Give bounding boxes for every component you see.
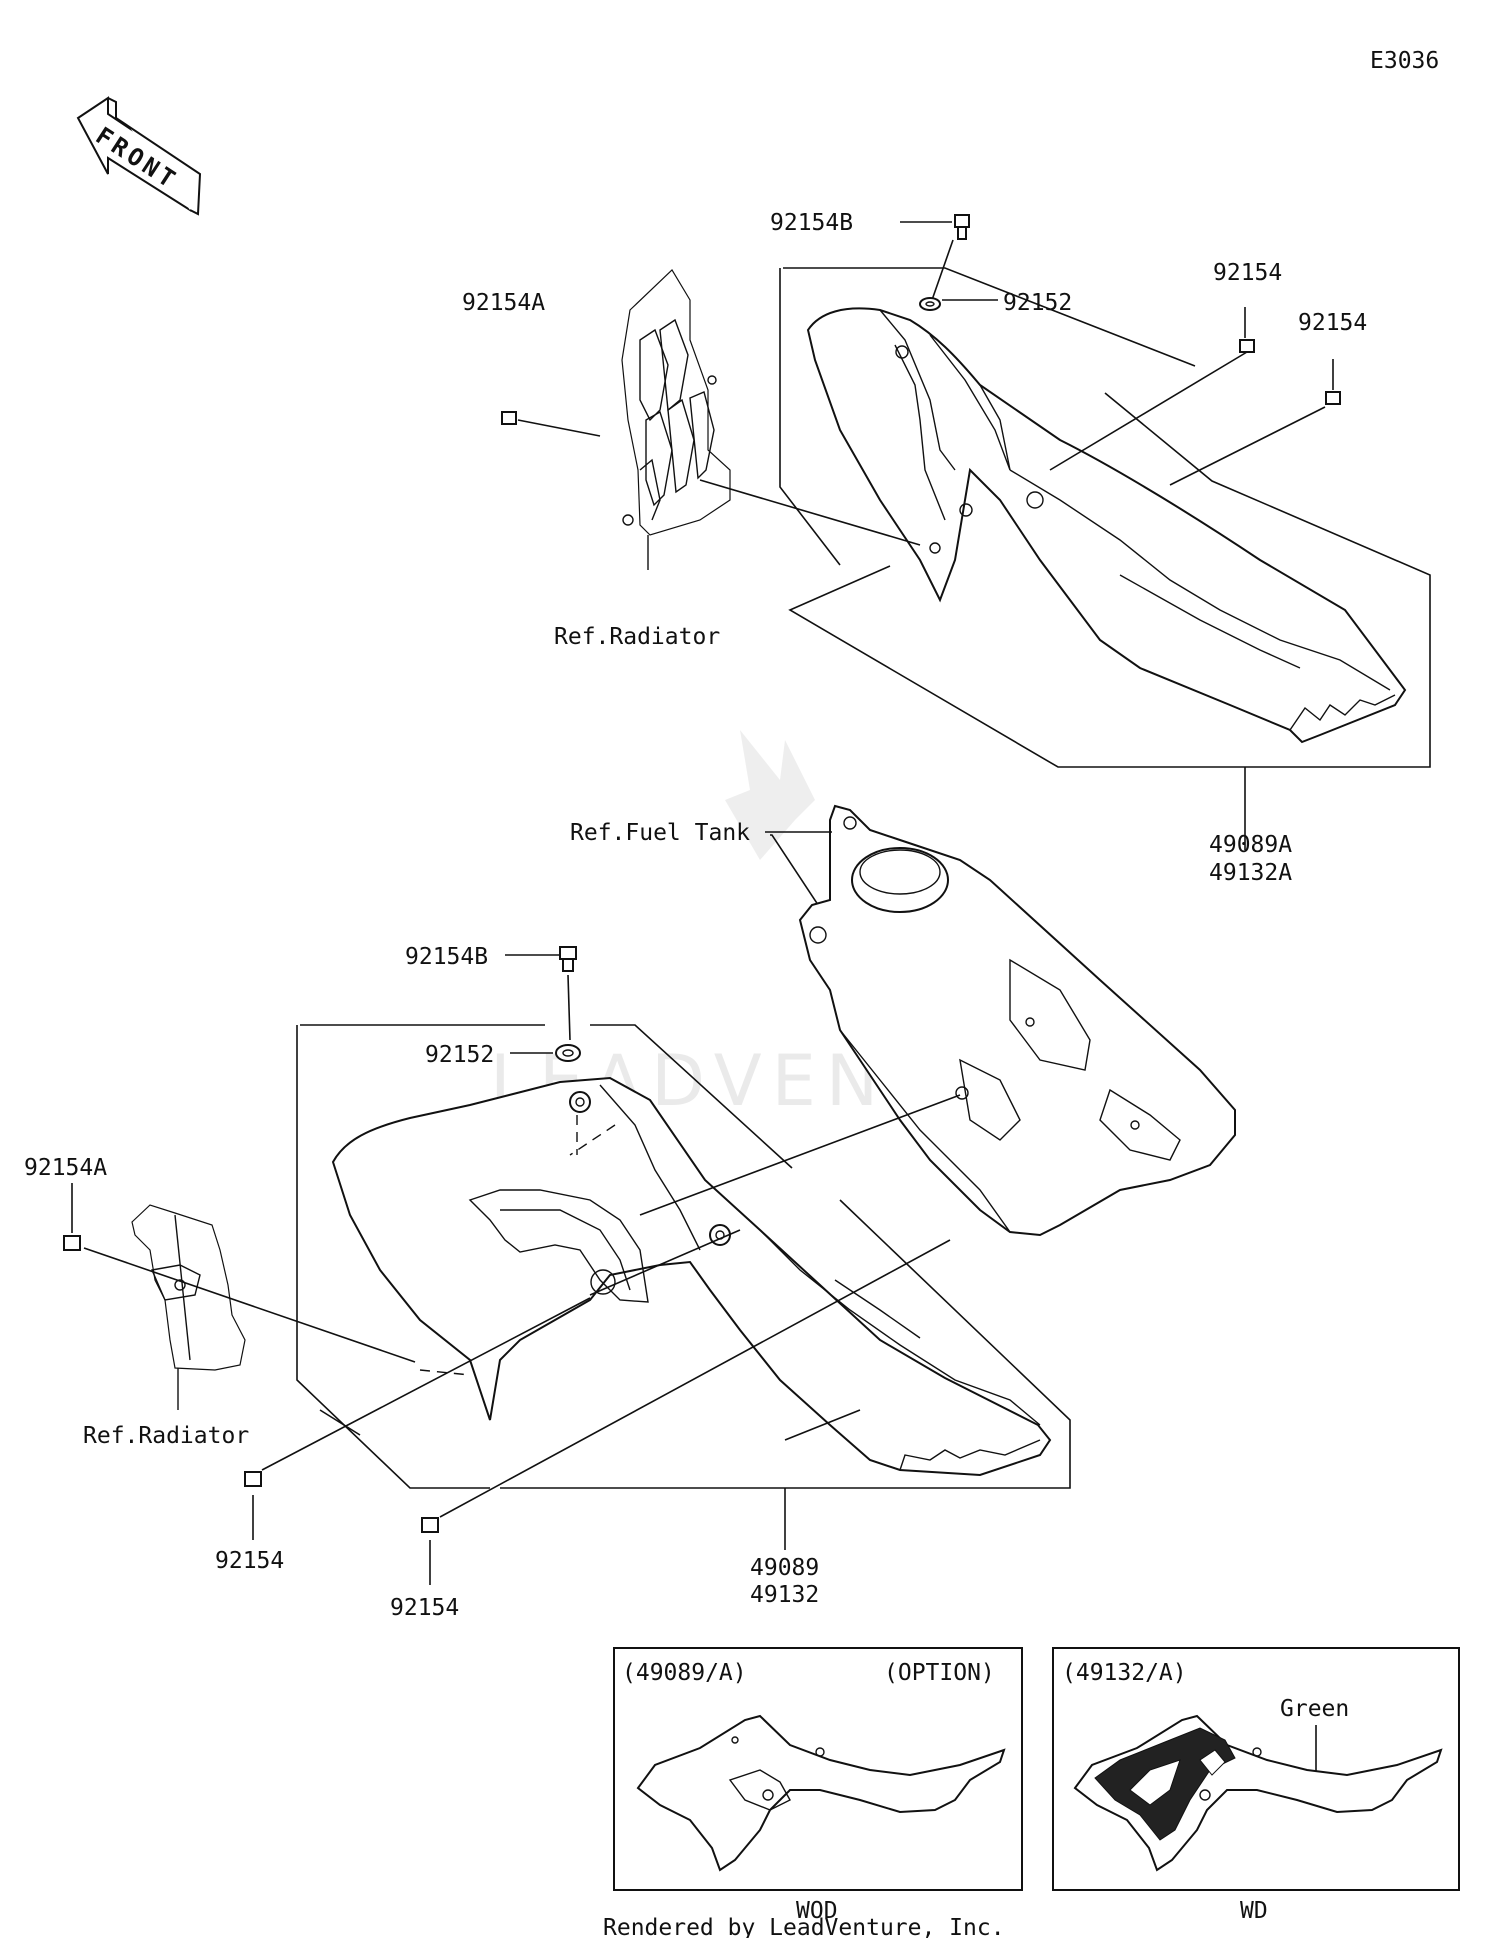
variant-wod-code: (49089/A) bbox=[622, 1660, 747, 1686]
bottom-washer-icon bbox=[555, 1044, 581, 1062]
variant-wd-note: Green bbox=[1280, 1696, 1349, 1722]
bottom-bolt-low-icon bbox=[421, 1517, 439, 1533]
variant-box-wod: (49089/A) (OPTION) WOD bbox=[613, 1647, 1023, 1924]
bottom-leaders bbox=[71, 954, 961, 1585]
top-bolt-right-1-icon bbox=[1239, 339, 1255, 353]
bottom-bolt-a-icon bbox=[63, 1235, 81, 1251]
variant-wod-note: (OPTION) bbox=[884, 1660, 995, 1686]
variant-box-wd: (49132/A) Green WD bbox=[1052, 1647, 1460, 1924]
top-bolt-right-1-label: 92154 bbox=[1213, 260, 1282, 286]
fuel-tank-part bbox=[798, 804, 1236, 1237]
top-part-label-1: 49089A bbox=[1209, 832, 1292, 858]
variant-wd-shroud bbox=[1073, 1714, 1443, 1872]
top-bolt-a-icon bbox=[501, 411, 517, 425]
top-bolt-a-label: 92154A bbox=[462, 290, 545, 316]
top-ref-radiator-label: Ref.Radiator bbox=[554, 624, 720, 650]
bottom-part-label-2: 49132 bbox=[750, 1582, 819, 1608]
top-shroud-part bbox=[806, 307, 1407, 744]
bottom-washer-label: 92152 bbox=[425, 1042, 494, 1068]
ref-fuel-tank-label: Ref.Fuel Tank bbox=[570, 820, 750, 846]
variant-wod-caption: WOD bbox=[796, 1898, 838, 1924]
top-bolt-right-2-icon bbox=[1325, 391, 1341, 405]
bottom-part-label-1: 49089 bbox=[750, 1555, 819, 1581]
top-assembly-frame bbox=[779, 267, 1431, 850]
bottom-bolt-left-icon bbox=[244, 1471, 262, 1487]
variant-wd-caption: WD bbox=[1240, 1898, 1268, 1924]
credit-text: Rendered by LeadVenture, Inc. bbox=[603, 1915, 1005, 1938]
top-bolt-b-icon bbox=[954, 214, 970, 240]
top-radiator-guard bbox=[621, 269, 731, 570]
top-washer-label: 92152 bbox=[1003, 290, 1072, 316]
bottom-ref-radiator-label: Ref.Radiator bbox=[83, 1423, 249, 1449]
top-part-label-2: 49132A bbox=[1209, 860, 1292, 886]
top-bolt-right-2-label: 92154 bbox=[1298, 310, 1367, 336]
bottom-bolt-left-label: 92154 bbox=[215, 1548, 284, 1574]
top-washer-icon bbox=[919, 297, 941, 311]
variant-wd-code: (49132/A) bbox=[1062, 1660, 1187, 1686]
bottom-radiator-guard bbox=[131, 1204, 246, 1410]
variant-wod-shroud bbox=[636, 1714, 1006, 1872]
diagram-code: E3036 bbox=[1370, 48, 1439, 74]
bottom-bolt-b-label: 92154B bbox=[405, 944, 488, 970]
bottom-bolt-a-label: 92154A bbox=[24, 1155, 107, 1181]
top-bolt-b-label: 92154B bbox=[770, 210, 853, 236]
front-arrow-icon: FRONT bbox=[76, 96, 202, 216]
bottom-bolt-b-icon bbox=[559, 946, 577, 972]
bottom-bolt-low-label: 92154 bbox=[390, 1595, 459, 1621]
bottom-assembly-frame bbox=[296, 1024, 1071, 1550]
bottom-shroud-part bbox=[331, 1076, 1052, 1477]
